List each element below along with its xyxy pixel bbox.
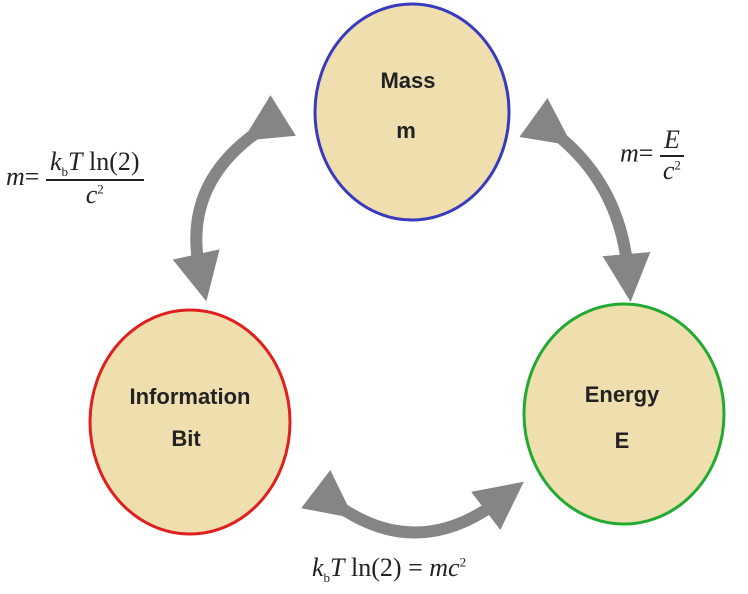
eq-sign: =: [408, 553, 423, 582]
k-subscript: b: [323, 570, 331, 586]
e-symbol: E: [659, 125, 684, 157]
k-subscript: b: [61, 164, 69, 180]
k-symbol: k: [49, 147, 62, 176]
eq-sign: =: [24, 162, 40, 192]
ln-term: ln(2): [351, 553, 402, 582]
information-node: [88, 308, 292, 536]
energy-symbol: E: [614, 428, 630, 453]
c-exponent: 2: [97, 181, 104, 197]
fraction: E c2: [659, 125, 684, 185]
c-exponent: 2: [459, 554, 467, 570]
information-title: Information: [129, 384, 251, 409]
k-symbol: k: [312, 553, 324, 582]
mass-symbol: m: [396, 118, 416, 143]
eq-rhs: mc: [429, 553, 460, 582]
mass-node: [313, 2, 511, 222]
t-symbol: T: [68, 147, 83, 176]
arrow-information-energy: [301, 470, 524, 539]
energy-node: [522, 302, 726, 526]
t-symbol: T: [330, 553, 345, 582]
eq-lhs: m: [620, 138, 639, 168]
fraction: kbT ln(2) c2: [45, 147, 144, 210]
arrow-mass-information: [172, 95, 296, 302]
information-symbol: Bit: [171, 426, 201, 451]
eq-sign: =: [638, 138, 654, 168]
c-symbol: c: [662, 155, 675, 185]
arrow-mass-energy: [519, 98, 651, 302]
ln-term: ln(2): [88, 147, 140, 176]
c-exponent: 2: [674, 156, 681, 172]
equation-mass-energy: m= E c2: [620, 125, 684, 185]
eq-lhs: m: [6, 162, 25, 192]
energy-title: Energy: [584, 382, 660, 407]
mass-title: Mass: [380, 68, 436, 93]
c-symbol: c: [85, 180, 98, 210]
equation-mass-information: m= kbT ln(2) c2: [6, 147, 144, 210]
equation-information-energy: kbT ln(2) = mc2: [312, 553, 466, 586]
